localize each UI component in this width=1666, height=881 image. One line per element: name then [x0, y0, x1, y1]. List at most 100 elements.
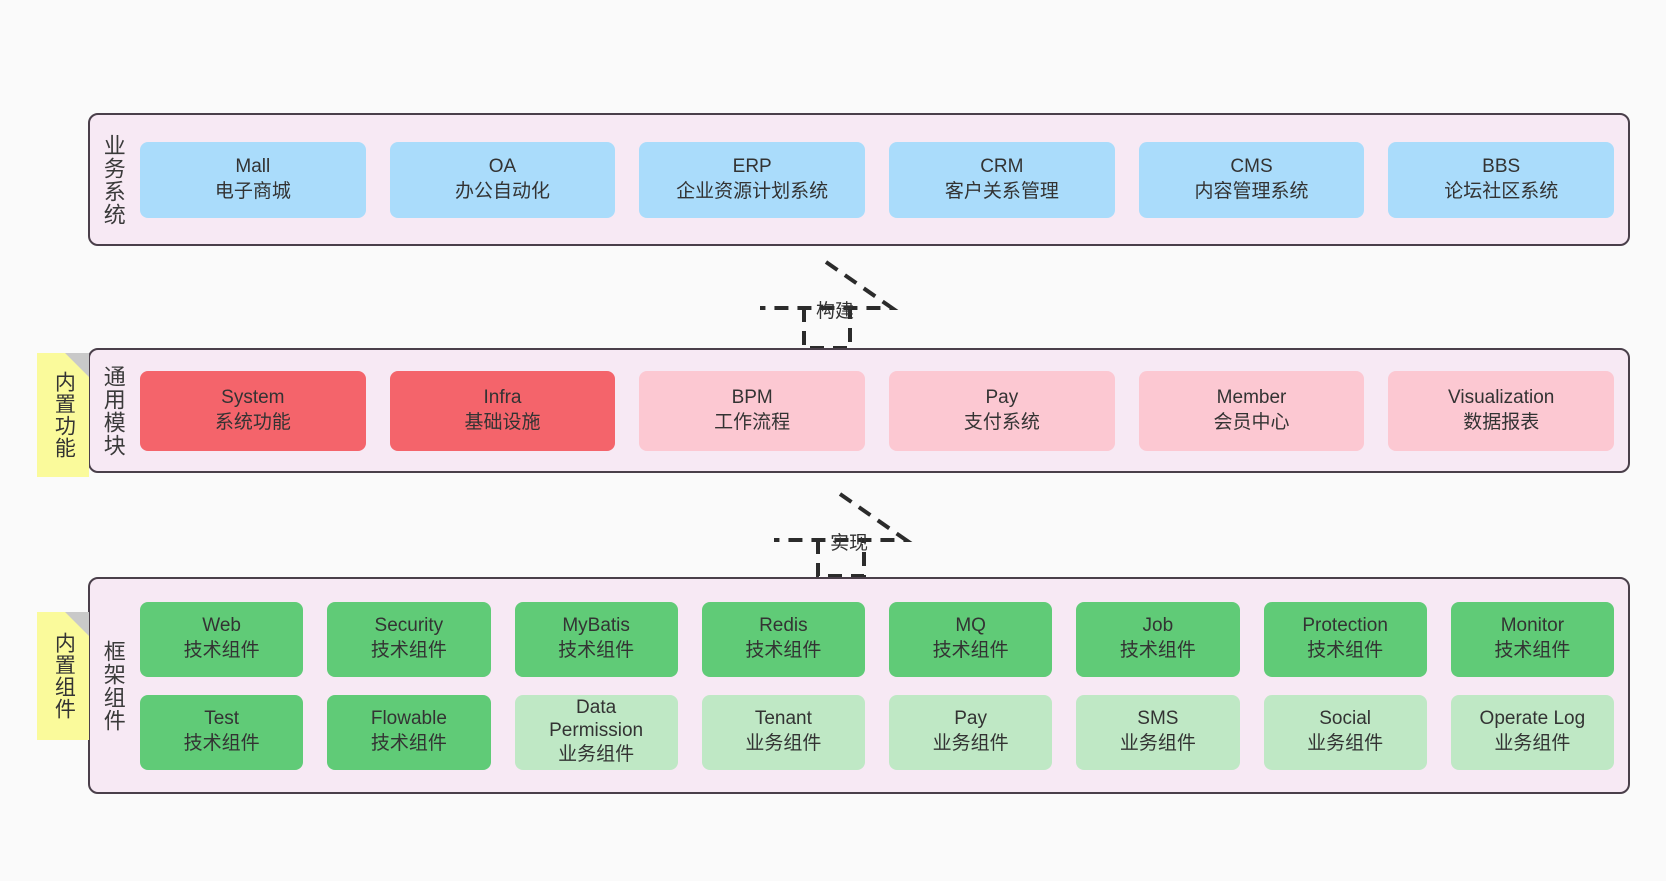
card-mybatis[interactable]: MyBatis 技术组件 — [514, 601, 678, 677]
card-subtitle: 业务组件 — [1494, 733, 1571, 754]
card-subtitle: 工作流程 — [714, 411, 791, 433]
card-subtitle: 技术组件 — [1494, 640, 1571, 661]
layer-common-module: 通用模块 System 系统功能 Infra 基础设施 BPM 工作流程 Pay — [88, 348, 1630, 473]
card-mq[interactable]: MQ 技术组件 — [889, 601, 1053, 677]
card-subtitle: 业务组件 — [558, 744, 635, 766]
card-subtitle: 会员中心 — [1213, 411, 1290, 433]
card-row-business: Test 技术组件 Flowable 技术组件 Data Permission … — [140, 694, 1614, 770]
card-subtitle: 业务组件 — [1307, 733, 1384, 754]
card-operate-log[interactable]: Operate Log 业务组件 — [1450, 694, 1614, 770]
card-title: Web — [202, 615, 241, 637]
card-title: Flowable — [370, 708, 447, 730]
layer-business-system: 业务系统 Mall 电子商城 OA 办公自动化 ERP 企业资源计划系统 CRM — [88, 113, 1630, 246]
card-subtitle: 技术组件 — [183, 640, 260, 661]
sticky-note-builtin-component: 内置组件 — [37, 612, 89, 740]
card-cms[interactable]: CMS 内容管理系统 — [1138, 141, 1365, 218]
card-title: Operate Log — [1479, 708, 1586, 730]
card-title: BBS — [1482, 155, 1521, 177]
card-subtitle: 技术组件 — [558, 640, 635, 661]
implement-arrow-icon — [774, 492, 913, 578]
card-subtitle: 企业资源计划系统 — [676, 180, 829, 202]
card-title: Redis — [759, 615, 808, 637]
card-visualization[interactable]: Visualization 数据报表 — [1388, 370, 1615, 451]
card-subtitle: 论坛社区系统 — [1444, 180, 1559, 202]
layer-title-framework-component: 框架组件 — [100, 639, 126, 732]
card-subtitle: 技术组件 — [1307, 640, 1384, 661]
connector-build-label: 构建 — [816, 301, 855, 322]
card-title: Data Permission — [549, 696, 644, 741]
card-title: Monitor — [1500, 615, 1565, 637]
sticky-note-text: 内置功能 — [52, 371, 76, 459]
card-tenant[interactable]: Tenant 业务组件 — [701, 694, 865, 770]
card-crm[interactable]: CRM 客户关系管理 — [889, 141, 1115, 218]
card-title: MQ — [955, 615, 986, 637]
card-title: Tenant — [754, 708, 812, 730]
card-subtitle: 技术组件 — [745, 640, 822, 661]
card-bpm[interactable]: BPM 工作流程 — [639, 370, 866, 451]
card-infra[interactable]: Infra 基础设施 — [389, 370, 616, 451]
sticky-note-text: 内置组件 — [52, 632, 76, 720]
card-subtitle: 内容管理系统 — [1194, 180, 1309, 202]
card-title: Infra — [483, 386, 522, 408]
card-title: CMS — [1230, 155, 1273, 177]
card-title: Mall — [235, 155, 271, 177]
card-bbs[interactable]: BBS 论坛社区系统 — [1388, 141, 1615, 218]
card-pay-business[interactable]: Pay 业务组件 — [889, 694, 1053, 770]
card-subtitle: 技术组件 — [183, 733, 260, 754]
card-title: Protection — [1302, 615, 1388, 637]
card-subtitle: 技术组件 — [932, 640, 1009, 661]
card-monitor[interactable]: Monitor 技术组件 — [1450, 601, 1614, 677]
card-subtitle: 业务组件 — [932, 733, 1009, 754]
card-data-permission[interactable]: Data Permission 业务组件 — [514, 694, 678, 770]
card-title: Security — [374, 615, 444, 637]
fold-corner-icon — [65, 353, 89, 377]
card-social[interactable]: Social 业务组件 — [1263, 694, 1427, 770]
card-title: ERP — [732, 155, 772, 177]
card-subtitle: 业务组件 — [745, 733, 822, 754]
card-title: Member — [1216, 386, 1287, 408]
card-title: Social — [1319, 708, 1371, 730]
card-subtitle: 技术组件 — [370, 640, 447, 661]
card-subtitle: 客户关系管理 — [944, 180, 1059, 202]
layer-body-business-system: Mall 电子商城 OA 办公自动化 ERP 企业资源计划系统 CRM 客户关系… — [136, 115, 1628, 244]
fold-corner-icon — [65, 612, 89, 636]
layer-title-business-system: 业务系统 — [100, 133, 126, 226]
card-title: Visualization — [1448, 386, 1555, 408]
card-mall[interactable]: Mall 电子商城 — [140, 141, 366, 218]
layer-framework-component: 框架组件 Web 技术组件 Security 技术组件 MyBatis 技术组件… — [88, 577, 1630, 794]
card-title: Test — [204, 708, 240, 730]
card-subtitle: 技术组件 — [370, 733, 447, 754]
card-oa[interactable]: OA 办公自动化 — [389, 141, 616, 218]
card-row: Mall 电子商城 OA 办公自动化 ERP 企业资源计划系统 CRM 客户关系… — [140, 141, 1615, 218]
card-erp[interactable]: ERP 企业资源计划系统 — [639, 141, 866, 218]
card-title: CRM — [980, 155, 1024, 177]
card-sms[interactable]: SMS 业务组件 — [1076, 694, 1240, 770]
card-title: BPM — [731, 386, 773, 408]
card-flowable[interactable]: Flowable 技术组件 — [327, 694, 491, 770]
connector-implement: 实现 — [772, 490, 922, 578]
card-redis[interactable]: Redis 技术组件 — [701, 601, 865, 677]
card-pay[interactable]: Pay 支付系统 — [889, 370, 1115, 451]
card-test[interactable]: Test 技术组件 — [140, 694, 304, 770]
card-security[interactable]: Security 技术组件 — [327, 601, 491, 677]
card-job[interactable]: Job 技术组件 — [1076, 601, 1240, 677]
card-title: Pay — [954, 708, 987, 730]
card-subtitle: 系统功能 — [214, 411, 291, 433]
card-title: System — [221, 386, 285, 408]
card-subtitle: 业务组件 — [1119, 733, 1196, 754]
card-web[interactable]: Web 技术组件 — [140, 601, 304, 677]
layer-body-framework-component: Web 技术组件 Security 技术组件 MyBatis 技术组件 Redi… — [136, 579, 1628, 792]
card-title: MyBatis — [562, 615, 630, 637]
build-arrow-icon — [760, 260, 899, 350]
card-protection[interactable]: Protection 技术组件 — [1263, 601, 1427, 677]
card-subtitle: 办公自动化 — [455, 180, 551, 202]
card-subtitle: 数据报表 — [1463, 411, 1540, 433]
connector-build: 构建 — [758, 258, 908, 350]
card-system[interactable]: System 系统功能 — [140, 370, 366, 451]
card-subtitle: 基础设施 — [464, 411, 541, 433]
card-member[interactable]: Member 会员中心 — [1138, 370, 1365, 451]
card-title: Job — [1142, 615, 1174, 637]
card-row: System 系统功能 Infra 基础设施 BPM 工作流程 Pay 支付系统… — [140, 370, 1615, 451]
card-row-technical: Web 技术组件 Security 技术组件 MyBatis 技术组件 Redi… — [140, 601, 1614, 677]
